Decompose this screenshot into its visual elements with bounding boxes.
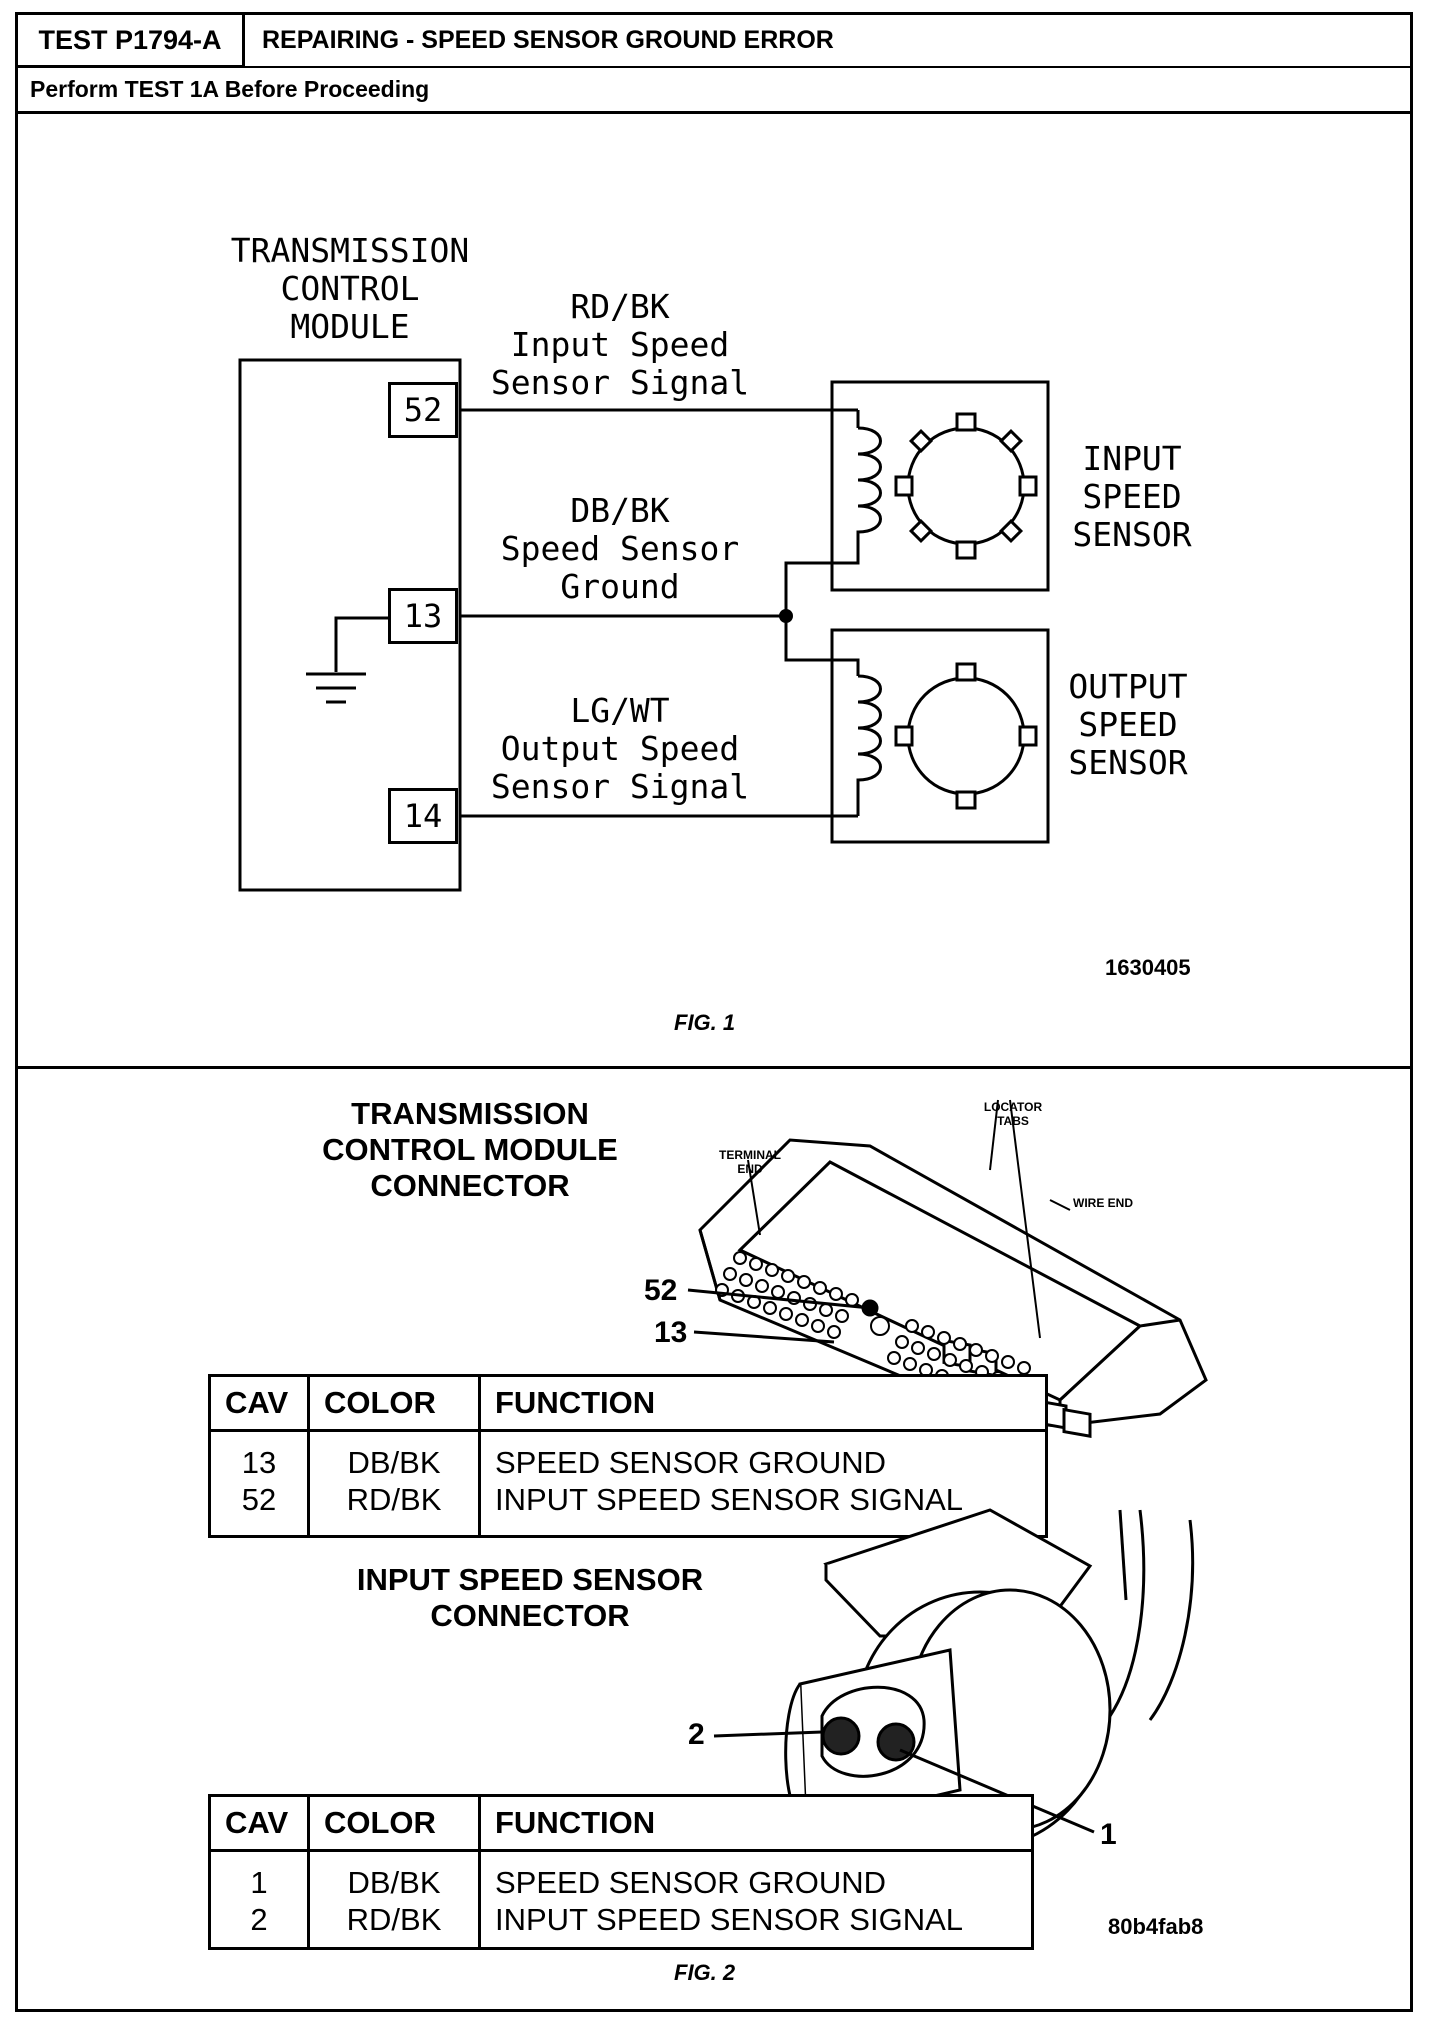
module-title: TRANSMISSION CONTROL MODULE xyxy=(230,231,470,346)
tcm-color-values: DB/BK RD/BK xyxy=(307,1430,480,1537)
ground-symbol xyxy=(306,616,388,704)
tcm-function-values: SPEED SENSOR GROUND INPUT SPEED SENSOR S… xyxy=(478,1430,1047,1537)
iss-cav-values: 1 2 xyxy=(250,1865,268,1937)
test-title: REPAIRING - SPEED SENSOR GROUND ERROR xyxy=(262,26,834,54)
col-function: FUNCTION xyxy=(478,1375,1047,1432)
iss-connector-drawing xyxy=(713,1508,1195,1850)
tcm-pinout-table: CAV COLOR FUNCTION 13 52 DB/BK RD/BK SPE… xyxy=(208,1374,1048,1538)
wire-end-label: WIRE END xyxy=(1073,1196,1133,1210)
output-speed-sensor-label: OUTPUT SPEED SENSOR xyxy=(1068,667,1188,782)
iss-function-values: SPEED SENSOR GROUND INPUT SPEED SENSOR S… xyxy=(478,1850,1033,1949)
wire-label-db-bk: DB/BK Speed Sensor Ground xyxy=(500,491,740,606)
pin-14: 14 xyxy=(388,788,458,844)
callout-leaders xyxy=(687,1288,879,1344)
wires xyxy=(460,408,860,818)
ground-to-oss xyxy=(784,616,860,676)
iss-connector-title: INPUT SPEED SENSOR CONNECTOR xyxy=(356,1562,704,1633)
module-box xyxy=(238,358,462,892)
header-note-bar xyxy=(15,66,1413,114)
iss-callout-2: 2 xyxy=(688,1718,705,1751)
col-color: COLOR xyxy=(307,1795,480,1852)
fig1-caption: FIG. 1 xyxy=(674,1010,736,1035)
tcm-connector-title: TRANSMISSION CONTROL MODULE CONNECTOR xyxy=(322,1096,618,1203)
fig2-caption: FIG. 2 xyxy=(674,1960,736,1985)
test-id: TEST P1794-A xyxy=(15,12,245,68)
iss-callout-1: 1 xyxy=(1100,1818,1117,1851)
fig2-drawing-number: 80b4fab8 xyxy=(1108,1914,1204,1939)
locator-tabs-label: LOCATOR TABS xyxy=(983,1100,1043,1128)
ground-to-iss xyxy=(784,550,860,616)
header-note: Perform TEST 1A Before Proceeding xyxy=(30,76,430,102)
tcm-cav-values: 13 52 xyxy=(241,1445,277,1517)
col-function: FUNCTION xyxy=(478,1795,1033,1852)
iss-color-values: DB/BK RD/BK xyxy=(307,1850,480,1949)
splice-dot xyxy=(779,609,793,623)
fig1-drawing-number: 1630405 xyxy=(1105,955,1191,980)
tcm-callout-52: 52 xyxy=(644,1274,678,1307)
output-speed-sensor-drawing xyxy=(830,628,1050,844)
col-cav: CAV xyxy=(209,1375,309,1432)
wire-label-lg-wt: LG/WT Output Speed Sensor Signal xyxy=(490,691,750,806)
col-color: COLOR xyxy=(307,1375,480,1432)
wire-label-rd-bk: RD/BK Input Speed Sensor Signal xyxy=(490,287,750,402)
iss-pinout-table: CAV COLOR FUNCTION 1 2 DB/BK RD/BK SPEED… xyxy=(208,1794,1034,1950)
input-speed-sensor-label: INPUT SPEED SENSOR xyxy=(1072,439,1192,554)
col-cav: CAV xyxy=(209,1795,309,1852)
wiring-diagram xyxy=(238,358,1050,892)
terminal-end-label: TERMINAL END xyxy=(719,1148,781,1176)
tcm-callout-13: 13 xyxy=(654,1316,688,1349)
section-divider xyxy=(15,1066,1413,1069)
pin-13: 13 xyxy=(388,588,458,644)
pin-52: 52 xyxy=(388,382,458,438)
input-speed-sensor-drawing xyxy=(830,380,1050,592)
